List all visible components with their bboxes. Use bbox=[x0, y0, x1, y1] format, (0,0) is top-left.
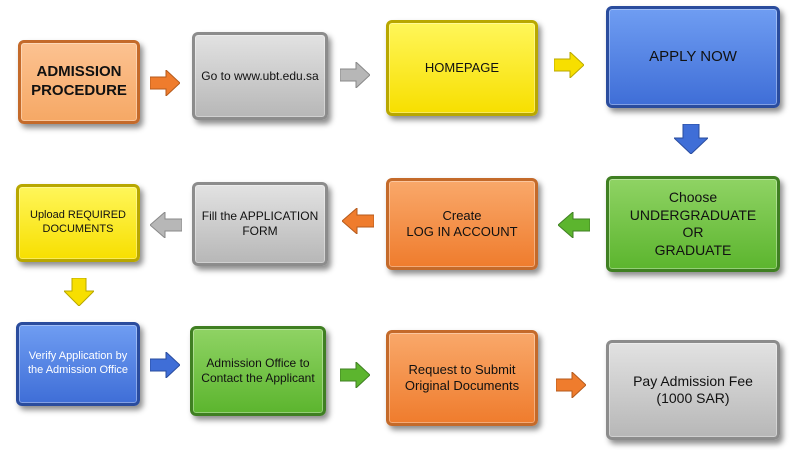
step-pay-admission-fee: Pay Admission Fee (1000 SAR) bbox=[606, 340, 780, 440]
step-go-to-website-line-1: Go to www.ubt.edu.sa bbox=[201, 68, 319, 83]
step-fill-application-form: Fill the APPLICATION FORM bbox=[192, 182, 328, 266]
arrow-left-icon bbox=[342, 208, 374, 234]
arrow-right-icon bbox=[340, 62, 370, 88]
step-upload-required-documents-line-2: DOCUMENTS bbox=[42, 223, 114, 235]
step-request-original-documents-line-1: Request to Submit bbox=[408, 361, 516, 377]
step-pay-admission-fee-line-2: (1000 SAR) bbox=[656, 390, 730, 406]
step-admission-office-contact: Admission Office to Contact the Applican… bbox=[190, 326, 326, 416]
step-verify-application: Verify Application by the Admission Offi… bbox=[16, 322, 140, 406]
step-apply-now-line-1: APPLY NOW bbox=[649, 47, 737, 65]
arrow-down-icon bbox=[674, 124, 708, 154]
arrow-left-icon bbox=[150, 212, 182, 238]
step-request-original-documents-line-2: Original Documents bbox=[404, 378, 520, 393]
step-fill-application-form-line-2: FORM bbox=[242, 224, 278, 238]
arrow-right-icon bbox=[150, 352, 180, 378]
step-create-login-account: Create LOG IN ACCOUNT bbox=[386, 178, 538, 270]
step-pay-admission-fee-line-1: Pay Admission Fee bbox=[633, 372, 753, 389]
step-choose-program-line-2: UNDERGRADUATE bbox=[629, 206, 757, 223]
step-create-login-account-line-2: LOG IN ACCOUNT bbox=[406, 224, 518, 239]
arrow-right-icon bbox=[340, 362, 370, 388]
step-homepage: HOMEPAGE bbox=[386, 20, 538, 116]
arrow-right-icon bbox=[150, 70, 180, 96]
arrow-right-icon bbox=[556, 372, 586, 398]
step-verify-application-line-2: the Admission Office bbox=[27, 364, 129, 376]
arrow-right-icon bbox=[554, 52, 584, 78]
step-upload-required-documents-line-1: Upload REQUIRED bbox=[30, 209, 126, 222]
step-upload-required-documents: Upload REQUIRED DOCUMENTS bbox=[16, 184, 140, 262]
step-fill-application-form-line-1: Fill the APPLICATION bbox=[201, 209, 319, 223]
step-choose-program-line-1: Choose bbox=[668, 189, 718, 205]
step-choose-program: Choose UNDERGRADUATE OR GRADUATE bbox=[606, 176, 780, 272]
step-create-login-account-line-1: Create bbox=[442, 207, 482, 223]
step-choose-program-line-3: OR bbox=[682, 224, 704, 240]
arrow-down-icon bbox=[64, 278, 94, 306]
step-admission-procedure: ADMISSION PROCEDURE bbox=[18, 40, 140, 124]
step-verify-application-line-1: Verify Application by bbox=[28, 350, 128, 363]
step-go-to-website: Go to www.ubt.edu.sa bbox=[192, 32, 328, 120]
step-homepage-line-1: HOMEPAGE bbox=[424, 59, 500, 75]
step-admission-procedure-line-1: ADMISSION bbox=[36, 63, 122, 81]
step-admission-office-contact-line-2: Contact the Applicant bbox=[201, 371, 315, 385]
step-apply-now: APPLY NOW bbox=[606, 6, 780, 108]
arrow-left-icon bbox=[558, 212, 590, 238]
step-request-original-documents: Request to Submit Original Documents bbox=[386, 330, 538, 426]
step-admission-office-contact-line-1: Admission Office to bbox=[206, 356, 310, 370]
step-choose-program-line-4: GRADUATE bbox=[654, 241, 732, 258]
step-admission-procedure-line-2: PROCEDURE bbox=[31, 82, 127, 99]
